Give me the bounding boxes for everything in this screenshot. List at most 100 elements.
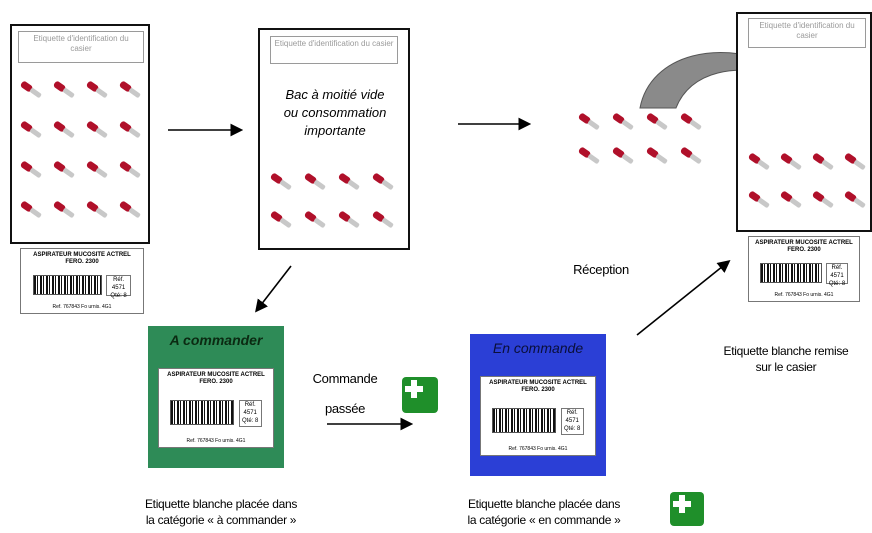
barcode-icon: [760, 262, 822, 284]
syringe-tube-icon: [368, 170, 398, 192]
caption-ordered-line1: Etiquette blanche placée dans: [467, 497, 621, 511]
arrow-ordered-to-final: [636, 259, 731, 336]
final-caption-line2: sur le casier: [755, 360, 817, 374]
tag-side-qty: Qté: 8: [828, 280, 846, 287]
syringe-tube-icon: [574, 144, 604, 166]
syringe-tube-icon: [334, 170, 364, 192]
syringe-tube-icon: [82, 78, 112, 100]
syringe-tube-icon: [49, 198, 79, 220]
tag-title-line2: FERO. 2300: [199, 379, 233, 385]
pharmacy-cross-icon: [402, 377, 438, 413]
syringe-tube-icon: [82, 118, 112, 140]
syringe-tube-icon: [334, 208, 364, 230]
syringe-tube-icon: [16, 78, 46, 100]
syringe-tube-icon: [676, 144, 706, 166]
bin-full: Etiquette d'identification du casier: [10, 24, 150, 244]
syringe-tube-icon: [16, 198, 46, 220]
syringe-tube-icon: [776, 150, 806, 172]
syringe-tube-icon: [82, 198, 112, 220]
bin-half-label: Etiquette d'identification du casier: [270, 36, 398, 64]
caption-order-line1: Etiquette blanche placée dans: [144, 497, 298, 511]
final-caption: Etiquette blanche remise sur le casier: [700, 343, 872, 375]
tag-title-line1: ASPIRATEUR MUCOSITE ACTREL: [489, 380, 587, 386]
order-placed-text: Commande passée: [298, 364, 392, 424]
caption-order-line2: la catégorie « à commander »: [145, 513, 297, 527]
syringe-tube-icon: [115, 78, 145, 100]
syringe-tube-icon: [808, 150, 838, 172]
category-ordered-caption: Etiquette blanche placée dans la catégor…: [424, 496, 664, 528]
tag-side-ref: Réf. 4571: [830, 264, 844, 279]
pharmacy-cross-icon-small: [670, 492, 704, 526]
syringe-tube-icon: [808, 188, 838, 210]
tag-side-qty: Qté: 8: [564, 426, 581, 433]
category-ordered-title: En commande: [492, 340, 584, 356]
tag-footer: Ref. 767843 Fo urnis. 4G1: [508, 446, 568, 452]
tag-title-line1: ASPIRATEUR MUCOSITE ACTREL: [755, 240, 853, 246]
tag-side-qty: Qté: 8: [110, 292, 127, 299]
syringe-tube-icon: [49, 78, 79, 100]
syringe-tube-icon: [840, 188, 870, 210]
syringe-tube-icon: [776, 188, 806, 210]
tube-grid-reception: [574, 110, 704, 180]
category-order-title: A commander: [169, 332, 263, 348]
order-placed-line1: Commande: [312, 371, 378, 386]
syringe-tube-icon: [16, 158, 46, 180]
syringe-tube-icon: [49, 158, 79, 180]
syringe-tube-icon: [676, 110, 706, 132]
syringe-tube-icon: [16, 118, 46, 140]
syringe-tube-icon: [608, 110, 638, 132]
syringe-tube-icon: [115, 198, 145, 220]
bin-refilled-label: Etiquette d'identification du casier: [748, 18, 866, 48]
tag-title-line1: ASPIRATEUR MUCOSITE ACTREL: [33, 252, 131, 258]
tube-grid-half: [266, 170, 404, 246]
syringe-tube-icon: [266, 208, 296, 230]
barcode-icon: [33, 274, 102, 296]
tag-side-ref: Réf. 4571: [565, 410, 579, 425]
tube-grid-full: [16, 78, 146, 238]
syringe-tube-icon: [49, 118, 79, 140]
tag-title-line2: FERO. 2300: [787, 247, 821, 253]
tag-side-ref: Réf. 4571: [243, 402, 257, 417]
syringe-tube-icon: [300, 170, 330, 192]
syringe-tube-icon: [744, 150, 774, 172]
bin-half-empty: Etiquette d'identification du casier Bac…: [258, 28, 410, 250]
syringe-tube-icon: [115, 118, 145, 140]
tag-title-line2: FERO. 2300: [65, 259, 99, 265]
reception-label: Réception: [573, 262, 629, 277]
syringe-tube-icon: [368, 208, 398, 230]
syringe-tube-icon: [840, 150, 870, 172]
syringe-tube-icon: [744, 188, 774, 210]
syringe-tube-icon: [266, 170, 296, 192]
syringe-tube-icon: [574, 110, 604, 132]
barcode-icon: [492, 408, 557, 434]
arrow-bin2-to-order: [255, 265, 292, 313]
syringe-tube-icon: [300, 208, 330, 230]
bin-full-label: Etiquette d'identification du casier: [18, 31, 144, 63]
category-order-caption: Etiquette blanche placée dans la catégor…: [96, 496, 346, 528]
tag-footer: Ref. 767843 Fo urnis. 4G1: [52, 304, 112, 310]
syringe-tube-icon: [115, 158, 145, 180]
final-caption-line1: Etiquette blanche remise: [723, 344, 849, 358]
barcode-icon: [170, 400, 235, 426]
tag-side-ref: Réf. 4571: [111, 276, 126, 291]
syringe-tube-icon: [608, 144, 638, 166]
tag-title-line2: FERO. 2300: [521, 387, 555, 393]
syringe-tube-icon: [642, 110, 672, 132]
tag-title-line1: ASPIRATEUR MUCOSITE ACTREL: [167, 372, 265, 378]
order-placed-line2: passée: [324, 401, 366, 416]
syringe-tube-icon: [82, 158, 112, 180]
tag-footer: Ref. 767843 Fo urnis. 4G1: [186, 438, 246, 444]
syringe-tube-icon: [642, 144, 672, 166]
caption-ordered-line2: la catégorie « en commande »: [467, 513, 621, 527]
tube-grid-refilled: [744, 150, 872, 226]
bin-refilled: Etiquette d'identification du casier: [736, 12, 872, 232]
tag-footer: Ref. 767843 Fo urnis. 4G1: [774, 292, 834, 298]
bin-half-status-text: Bac à moitié vide ou consommation import…: [283, 87, 387, 138]
tag-side-qty: Qté: 8: [242, 418, 259, 425]
